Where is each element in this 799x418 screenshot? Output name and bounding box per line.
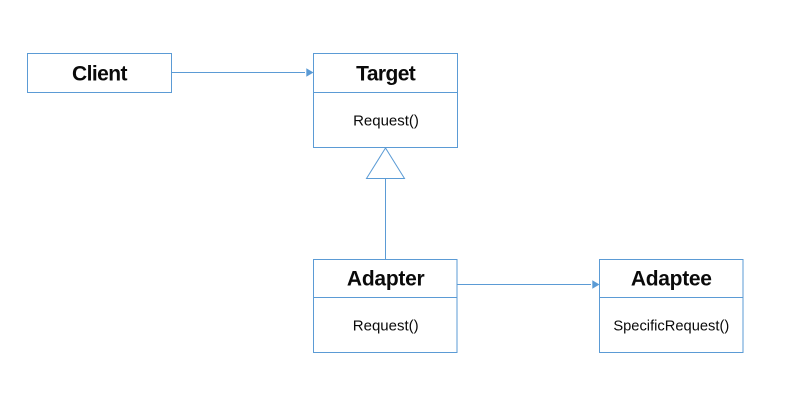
- svg-text:Client: Client: [72, 63, 128, 86]
- svg-text:Adapter: Adapter: [347, 268, 425, 291]
- svg-text:Request(): Request(): [353, 113, 419, 130]
- svg-text:Request(): Request(): [353, 318, 419, 335]
- svg-text:Adaptee: Adaptee: [631, 268, 712, 291]
- svg-text:SpecificRequest(): SpecificRequest(): [613, 319, 729, 335]
- svg-text:Target: Target: [356, 63, 416, 86]
